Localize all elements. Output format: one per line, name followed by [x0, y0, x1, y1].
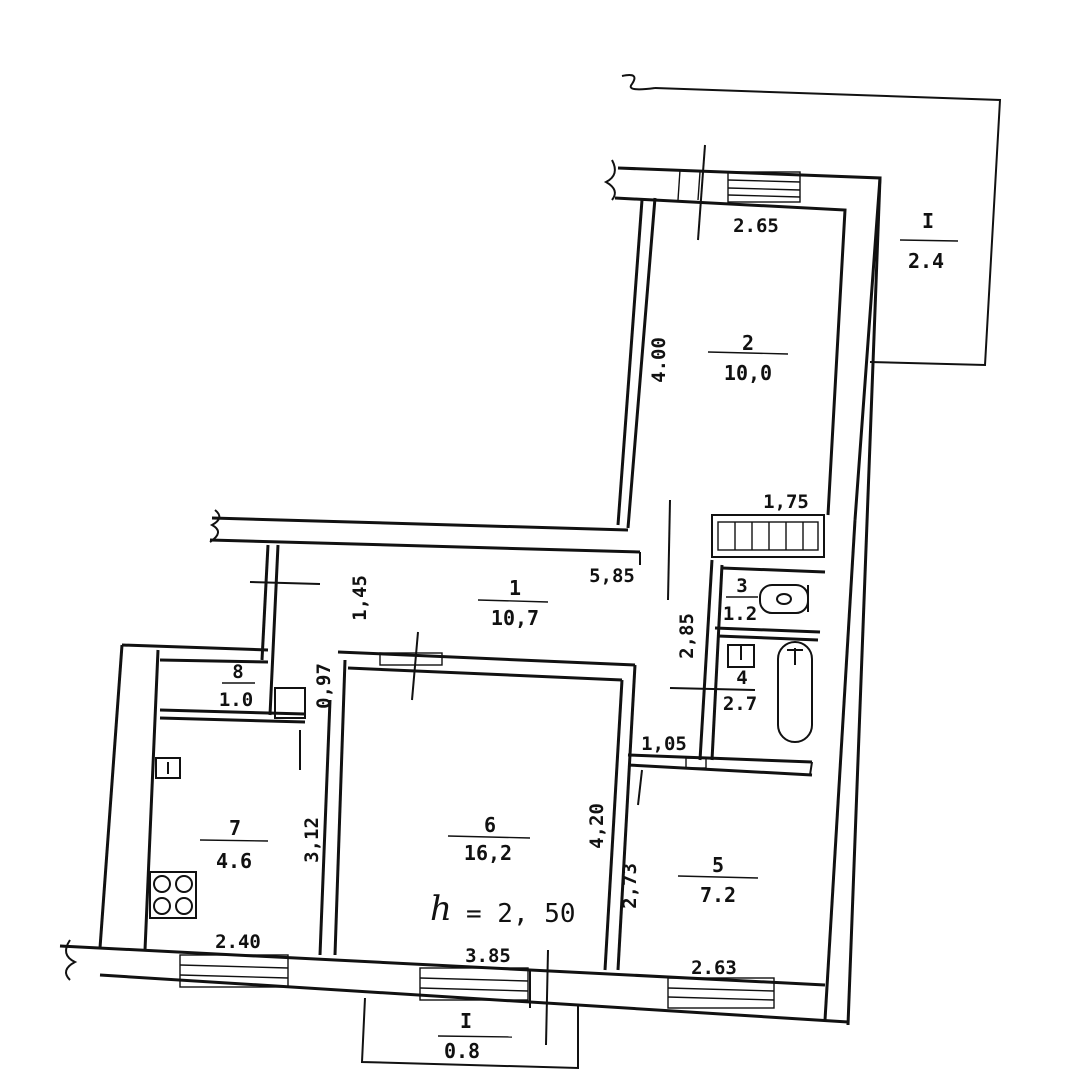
dim-bath-length: 2,85	[676, 613, 698, 659]
room-2-number: 2	[742, 331, 754, 355]
bathroom-block	[669, 514, 826, 761]
balcony-top	[621, 74, 1002, 367]
room-3-area: 1.2	[723, 603, 757, 625]
dim-closet-width: 0,97	[313, 663, 335, 709]
dim-room5-depth: 2,73	[619, 863, 641, 909]
balcony-top-number: I	[922, 209, 934, 233]
room-8-area: 1.0	[219, 689, 253, 711]
room-7-number: 7	[229, 816, 241, 840]
room-labels: I 2.4 2 10,0 1 10,7 3 1.2 4 2.7 8 1.0 7 …	[199, 209, 959, 1063]
hallway-walls	[209, 499, 671, 716]
dim-room6-width: 3.85	[465, 945, 511, 967]
room-5-area: 7.2	[700, 883, 736, 907]
balcony-top-area: 2.4	[908, 249, 944, 273]
dim-corridor-width: 1,05	[641, 733, 687, 755]
east-wall	[823, 177, 882, 1026]
room-6-area: 16,2	[464, 841, 512, 865]
room-6-number: 6	[484, 813, 496, 837]
dim-room2-length: 4.00	[648, 337, 670, 383]
room-3-number: 3	[736, 575, 747, 597]
balcony-bottom-area: 0.8	[444, 1039, 480, 1063]
dim-room5-width: 2.63	[691, 957, 737, 979]
dim-kitchen-width: 2.40	[215, 931, 261, 953]
room-4-number: 4	[736, 667, 747, 689]
dim-bath-width: 1,75	[763, 491, 809, 513]
room-2-area: 10,0	[724, 361, 772, 385]
ceiling-height-value: = 2, 50	[466, 899, 576, 929]
dimension-labels: 2.65 4.00 1,75 5,85 1,45 2,85 0,97 1,05 …	[215, 215, 809, 979]
dim-hall-width: 1,45	[349, 575, 371, 621]
room-1-area: 10,7	[491, 606, 539, 630]
room-4-area: 2.7	[723, 693, 757, 715]
dim-hall-length: 5,85	[589, 565, 635, 587]
balcony-bottom	[360, 997, 579, 1070]
dim-room2-width: 2.65	[733, 215, 779, 237]
room-5-number: 5	[712, 853, 724, 877]
balcony-bottom-number: I	[460, 1009, 472, 1033]
room-8-number: 8	[232, 661, 243, 683]
dim-room6-depth: 4,20	[586, 803, 608, 849]
room-7-area: 4.6	[216, 849, 252, 873]
room-1-number: 1	[509, 576, 521, 600]
dim-kitchen-depth: 3,12	[301, 817, 323, 863]
lower-block-walls	[59, 643, 849, 1046]
ceiling-height-prefix: h	[430, 889, 452, 929]
ceiling-height-note: h = 2, 50	[430, 889, 576, 929]
